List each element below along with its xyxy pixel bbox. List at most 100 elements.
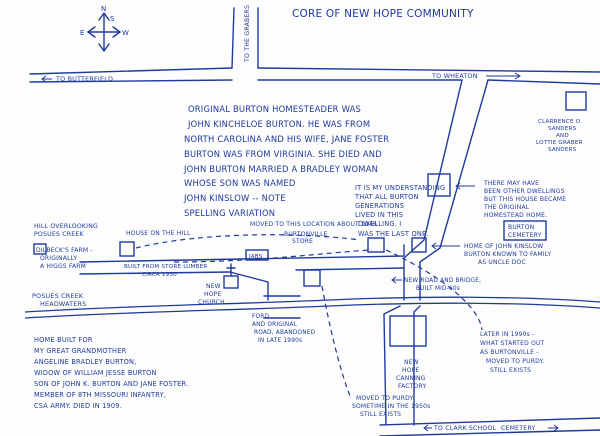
svg-text:WHOSE SON WAS NAMED: WHOSE SON WAS NAMED: [184, 178, 296, 188]
svg-text:BURTON: BURTON: [508, 224, 534, 231]
svg-text:NEW: NEW: [404, 359, 419, 366]
svg-text:JABS: JABS: [248, 254, 263, 260]
moved-to-purdy-note: MOVED TO PURDY SOMETIME IN THE 1950s STI…: [352, 395, 430, 418]
map-title: CORE OF NEW HOPE COMMUNITY: [292, 8, 474, 20]
bridge: [263, 295, 301, 319]
svg-text:JOHN KINCHELOE BURTON. HE WAS: JOHN KINCHELOE BURTON. HE WAS FROM: [187, 119, 370, 129]
ford-note: FORD AND ORIGINAL ROAD, ABANDONED IN LAT…: [252, 314, 316, 344]
dilbecks-farm: DILBECK'S FARM - ORIGINALLY A HIGGS FARM: [33, 243, 93, 270]
svg-text:SOMETIME IN THE 1950s: SOMETIME IN THE 1950s: [352, 403, 430, 410]
svg-text:HOMESTEAD HOME.: HOMESTEAD HOME.: [484, 212, 547, 219]
svg-text:ORIGINAL BURTON HOMESTEADER WA: ORIGINAL BURTON HOMESTEADER WAS: [188, 104, 361, 114]
burton-generations-note: IT IS MY UNDERSTANDING THAT ALL BURTON G…: [354, 184, 445, 238]
compass-rose-icon: N S E W: [80, 5, 129, 52]
svg-text:A HIGGS FARM: A HIGGS FARM: [40, 263, 86, 270]
road-to-grabers: [231, 7, 259, 69]
compass-s: S: [110, 15, 115, 23]
svg-text:LOTTIE GRABER: LOTTIE GRABER: [536, 140, 583, 146]
svg-text:CIRCA 1930: CIRCA 1930: [142, 272, 177, 278]
svg-text:SANDERS: SANDERS: [548, 147, 577, 153]
burton-homestead-house: [427, 173, 451, 197]
svg-text:GENERATIONS: GENERATIONS: [355, 202, 404, 210]
main-road: [29, 67, 600, 85]
svg-text:CEMETERY: CEMETERY: [508, 232, 542, 239]
svg-text:NEW ROAD AND BRIDGE,: NEW ROAD AND BRIDGE,: [404, 278, 481, 284]
svg-text:CHURCH: CHURCH: [198, 299, 225, 306]
svg-text:WAS THE LAST ONE.: WAS THE LAST ONE.: [358, 230, 429, 238]
svg-text:TO WHEATON: TO WHEATON: [431, 72, 478, 80]
jabs-building: JABS: [245, 249, 269, 261]
canning-factory-building: [389, 315, 427, 347]
canning-factory-label: NEW HOPE CANNING FACTORY: [396, 359, 426, 390]
svg-text:SPELLING VARIATION: SPELLING VARIATION: [184, 208, 275, 218]
svg-text:POSUES CREEK: POSUES CREEK: [34, 231, 85, 238]
svg-text:HOME OF JOHN KINSLOW: HOME OF JOHN KINSLOW: [464, 243, 543, 250]
moved-to-location-label: MOVED TO THIS LOCATION ABOUT 1946: [250, 221, 377, 228]
svg-text:HEADWATERS: HEADWATERS: [40, 300, 86, 308]
homestead-note: ORIGINAL BURTON HOMESTEADER WAS JOHN KIN…: [183, 104, 389, 218]
svg-text:TO CLARK SCHOOL: TO CLARK SCHOOL: [433, 425, 497, 432]
svg-text:SANDERS: SANDERS: [548, 126, 577, 132]
svg-text:AND: AND: [556, 133, 569, 139]
svg-text:ORIGINALLY: ORIGINALLY: [40, 255, 77, 262]
svg-text:WIDOW OF WILLIAM JESSE BURTON: WIDOW OF WILLIAM JESSE BURTON: [34, 369, 157, 377]
svg-text:POSUES CREEK: POSUES CREEK: [32, 292, 84, 300]
house-on-the-hill: HOUSE ON THE HILL BUILT FROM STORE LUMBE…: [119, 230, 207, 278]
svg-text:HOME BUILT FOR: HOME BUILT FOR: [34, 336, 93, 344]
svg-text:MY GREAT GRANDMOTHER: MY GREAT GRANDMOTHER: [34, 347, 127, 355]
svg-text:CLARRENCE O.: CLARRENCE O.: [538, 119, 582, 125]
svg-text:FORD: FORD: [252, 314, 270, 320]
svg-text:CSA ARMY. DIED IN 1909.: CSA ARMY. DIED IN 1909.: [34, 402, 122, 410]
church-road: [79, 244, 405, 301]
svg-text:ROAD, ABANDONED: ROAD, ABANDONED: [254, 330, 316, 336]
new-hope-church: NEW HOPE CHURCH: [198, 263, 239, 306]
burtonville-moved-path: [385, 249, 483, 331]
svg-text:SON OF JOHN K. BURTON AND JANE: SON OF JOHN K. BURTON AND JANE FOSTER.: [34, 380, 188, 388]
svg-text:FACTORY: FACTORY: [398, 383, 426, 390]
moved-store-path: [173, 249, 373, 263]
svg-text:HILL OVERLOOKING: HILL OVERLOOKING: [34, 223, 98, 230]
svg-text:JOHN KINSLOW -- NOTE: JOHN KINSLOW -- NOTE: [183, 193, 286, 203]
church-moved-path: [321, 285, 351, 397]
store-building: [303, 269, 321, 287]
svg-text:THAT ALL BURTON: THAT ALL BURTON: [354, 193, 419, 201]
svg-text:IT IS MY UNDERSTANDING: IT IS MY UNDERSTANDING: [355, 184, 445, 192]
svg-text:HOPE: HOPE: [402, 367, 419, 374]
compass-e: E: [80, 29, 85, 37]
svg-text:AS UNCLE DOC: AS UNCLE DOC: [478, 259, 526, 266]
bottom-road: [379, 417, 600, 436]
svg-text:BURTONVILLE: BURTONVILLE: [284, 231, 328, 238]
road-label-wheaton: TO WHEATON: [431, 72, 521, 80]
new-road-bridge-note: NEW ROAD AND BRIDGE, BUILT MID-60s: [391, 276, 481, 292]
svg-text:BUILT FROM STORE LUMBER: BUILT FROM STORE LUMBER: [124, 264, 207, 270]
burtonville-store: BURTONVILLE STORE: [284, 231, 385, 253]
road-label-grabers: TO THE GRABERS: [244, 5, 251, 63]
svg-text:TO BUTTERFIELD: TO BUTTERFIELD: [55, 75, 113, 83]
svg-text:HOUSE ON THE HILL: HOUSE ON THE HILL: [126, 230, 191, 237]
svg-text:BUT THIS HOUSE BECAME: BUT THIS HOUSE BECAME: [484, 196, 566, 203]
svg-text:BURTON KNOWN TO FAMILY: BURTON KNOWN TO FAMILY: [464, 251, 551, 258]
burton-cemetery: BURTON CEMETERY: [503, 220, 547, 241]
svg-text:HOPE: HOPE: [204, 291, 221, 298]
svg-text:BUILT MID-60s: BUILT MID-60s: [416, 286, 460, 292]
compass-n: N: [101, 5, 106, 13]
svg-text:ANGELINE BRADLEY BURTON,: ANGELINE BRADLEY BURTON,: [34, 358, 136, 366]
svg-text:MOVED TO PURDY: MOVED TO PURDY: [356, 395, 414, 402]
svg-text:NEW: NEW: [206, 283, 221, 290]
svg-text:STILL EXISTS: STILL EXISTS: [360, 411, 401, 418]
svg-text:AND ORIGINAL: AND ORIGINAL: [252, 322, 298, 328]
uncle-doc-house: [411, 237, 427, 253]
later-1990s-note: LATER IN 1990s - WHAT STARTED OUT AS BUR…: [480, 331, 544, 374]
svg-text:IN LATE 1990s: IN LATE 1990s: [258, 338, 302, 344]
svg-text:LIVED IN THIS: LIVED IN THIS: [355, 211, 403, 219]
svg-text:JOHN BURTON MARRIED A BRADLEY: JOHN BURTON MARRIED A BRADLEY WOMAN: [183, 164, 378, 174]
sanders-label: CLARRENCE O. SANDERS AND LOTTIE GRABER S…: [536, 119, 583, 153]
svg-text:NORTH CAROLINA AND HIS WIFE, J: NORTH CAROLINA AND HIS WIFE, JANE FOSTER: [184, 134, 389, 144]
svg-text:MOVED TO PURDY.: MOVED TO PURDY.: [486, 358, 544, 365]
posues-creek: [24, 296, 600, 319]
road-label-butterfield: TO BUTTERFIELD: [41, 75, 113, 83]
svg-text:BEEN OTHER DWELLINGS: BEEN OTHER DWELLINGS: [484, 188, 565, 195]
sanders-house: [565, 91, 587, 111]
road-to-clark-school: [383, 79, 489, 426]
